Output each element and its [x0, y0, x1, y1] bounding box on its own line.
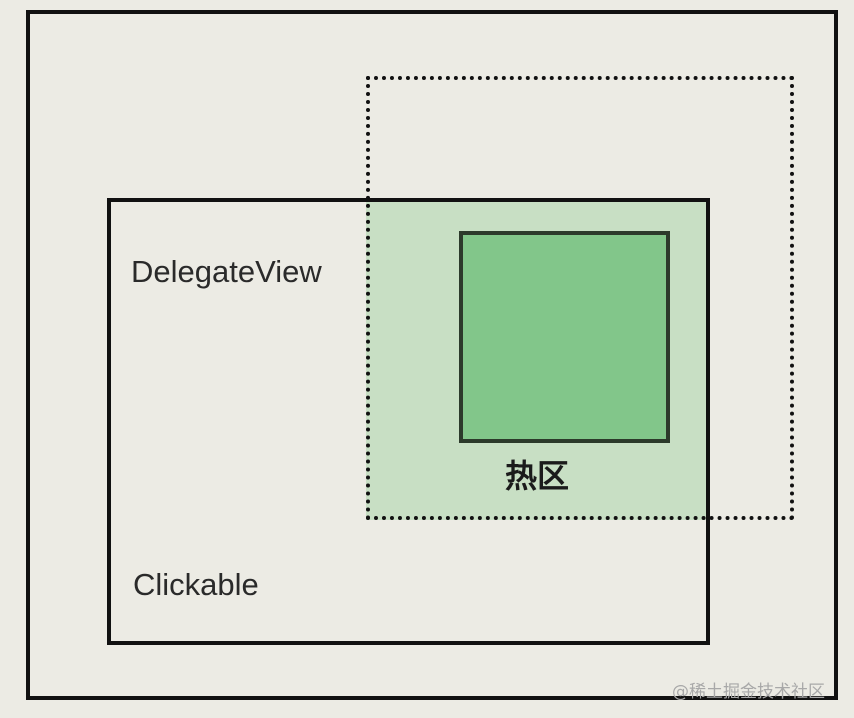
inner-view-box [459, 231, 670, 443]
expanded-touch-area-dotted-frame [366, 76, 794, 520]
watermark-text: @稀土掘金技术社区 [672, 682, 825, 702]
clickable-frame [107, 198, 710, 645]
clickable-label: Clickable [133, 567, 259, 602]
outer-container-frame [26, 10, 838, 700]
hot-region-label: 热区 [505, 457, 570, 495]
delegate-view-label: DelegateView [131, 254, 322, 289]
